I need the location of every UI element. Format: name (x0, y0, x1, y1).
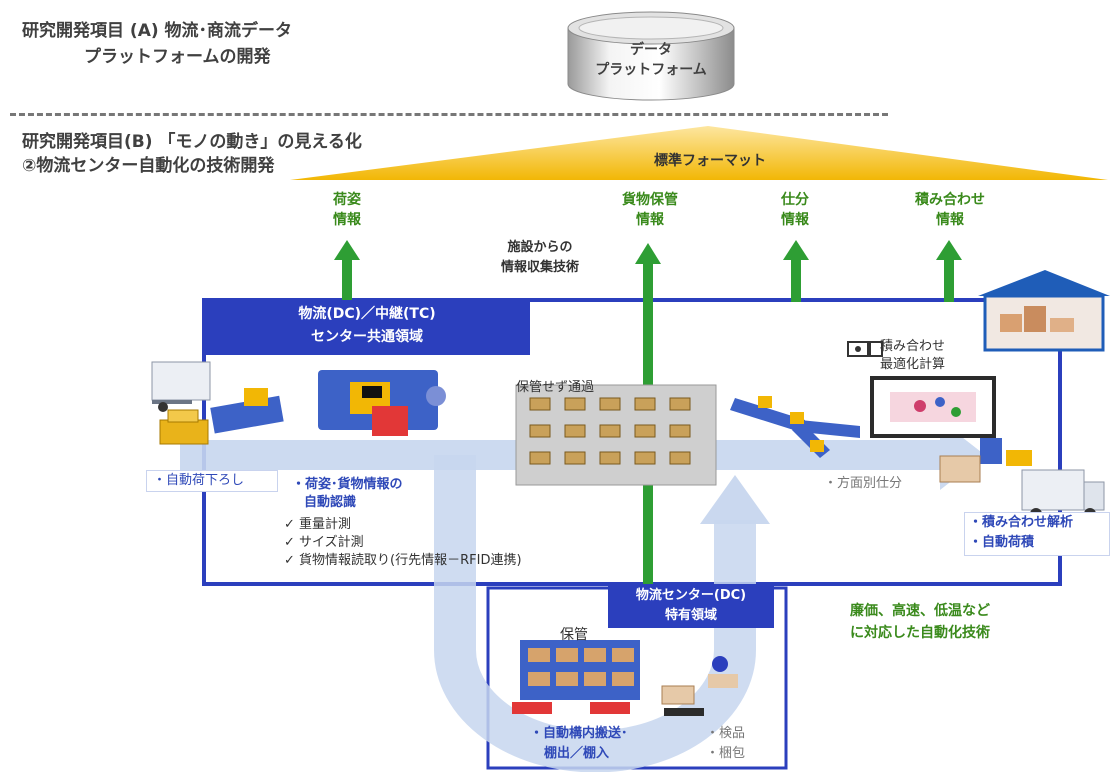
info-label-storage: 貨物保管 情報 (600, 190, 700, 230)
data-platform-cylinder-icon (567, 11, 735, 101)
check-size: ✓ サイズ計測 (284, 535, 364, 550)
consolidation-optimization-label: 積み合わせ 最適化計算 (880, 338, 945, 374)
data-platform-label: データ プラットフォーム (560, 40, 742, 80)
optimization-line2: 最適化計算 (880, 357, 946, 372)
sorting-conveyor-icon (730, 396, 860, 458)
recognition-checklist: ✓ 重量計測 ✓ サイズ計測 ✓ 貨物情報読取り(行先情報－RFID連携) (284, 516, 522, 570)
dc-specific-line1: 物流センター(DC) (635, 588, 747, 603)
consolidation-analysis-box: ・積み合わせ解析 ・自動荷積 (964, 512, 1110, 556)
recognition-line2: 自動認識 (304, 495, 357, 510)
info-label-consolidation: 積み合わせ 情報 (900, 190, 1000, 230)
research-item-b-line2: ②物流センター自動化の技術開発 (22, 156, 275, 176)
dc-specific-line2: 特有領域 (664, 608, 717, 623)
automation-line2: に対応した自動化技術 (850, 625, 990, 641)
info-label-consolidation-line2: 情報 (936, 212, 964, 228)
research-item-a-line2: プラットフォームの開発 (84, 47, 271, 67)
dc-tc-common-area-header: 物流(DC)／中継(TC) センター共通領域 (204, 300, 530, 355)
consolidation-line2: ・自動荷積 (969, 535, 1035, 550)
info-label-storage-line1: 貨物保管 (622, 192, 678, 208)
transport-line2: 棚出／棚入 (544, 746, 610, 761)
automation-line1: 廉価、高速、低温など (850, 603, 990, 619)
research-item-b-line1: 研究開発項目(B) 「モノの動き」の見える化 (22, 132, 362, 152)
truck-left-icon (151, 361, 211, 412)
optimization-line1: 積み合わせ (880, 339, 946, 354)
data-platform-line2: プラットフォーム (595, 62, 707, 78)
facility-info-line2: 情報収集技術 (500, 260, 579, 275)
storage-rack-icon (512, 640, 640, 714)
inspection-line1: ・検品 (706, 726, 746, 741)
info-label-sorting: 仕分 情報 (760, 190, 830, 230)
info-label-packaging: 荷姿 情報 (312, 190, 382, 230)
recognition-line1: ・荷姿･貨物情報の (292, 477, 403, 492)
info-label-sorting-line1: 仕分 (781, 192, 809, 208)
info-label-storage-line2: 情報 (636, 212, 664, 228)
auto-unloading-label: ・自動荷下ろし (146, 470, 278, 492)
recognition-machine-icon (318, 370, 446, 436)
standard-format-triangle (290, 126, 1108, 180)
research-item-b-title: 研究開発項目(B) 「モノの動き」の見える化 ②物流センター自動化の技術開発 (22, 130, 362, 178)
inspection-packing-label: ・検品 ・梱包 (706, 724, 745, 764)
pallet-boxes-left-icon (159, 388, 284, 445)
info-label-packaging-line2: 情報 (333, 212, 361, 228)
info-label-packaging-line1: 荷姿 (333, 192, 361, 208)
info-label-sorting-line2: 情報 (781, 212, 809, 228)
u-turn-flow-arrow (434, 455, 756, 772)
dc-specific-area-header: 物流センター(DC) 特有領域 (608, 584, 774, 628)
storage-label: 保管 (560, 627, 588, 643)
optimization-screen-icon (870, 376, 996, 438)
directional-sorting-label: ・方面別仕分 (824, 476, 903, 491)
inspection-worker-icon (661, 656, 738, 716)
research-item-a-title: 研究開発項目 (A) 物流･商流データ プラットフォームの開発 (22, 18, 292, 70)
transport-line1: ・自動構内搬送･ (530, 726, 628, 741)
pass-through-label: 保管せず通過 (516, 380, 595, 395)
info-label-consolidation-line1: 積み合わせ (915, 192, 985, 208)
section-divider (10, 113, 888, 116)
automation-tech-label: 廉価、高速、低温など に対応した自動化技術 (820, 600, 1020, 644)
standard-format-label: 標準フォーマット (654, 153, 766, 169)
dc-tc-line1: 物流(DC)／中継(TC) (298, 306, 436, 322)
facility-info-collection-label: 施設からの 情報収集技術 (470, 238, 610, 278)
auto-transport-label: ・自動構内搬送･ 棚出／棚入 (530, 724, 628, 764)
warehouse-building-icon (978, 270, 1110, 352)
conveyor-image (515, 384, 717, 486)
research-item-a-line1: 研究開発項目 (A) 物流･商流データ (22, 21, 293, 41)
consolidation-line1: ・積み合わせ解析 (969, 515, 1074, 530)
dc-tc-line2: センター共通領域 (311, 329, 423, 345)
u-turn-arrowhead (700, 475, 770, 524)
auto-recognition-label: ・荷姿･貨物情報の 自動認識 (292, 476, 403, 512)
computer-monitor-icon (847, 341, 883, 357)
loading-robot-icon (939, 438, 1032, 483)
check-cargo-info: ✓ 貨物情報読取り(行先情報－RFID連携) (284, 553, 522, 568)
check-weight: ✓ 重量計測 (284, 517, 352, 532)
data-platform-line1: データ (630, 42, 672, 58)
facility-info-line1: 施設からの (507, 240, 573, 255)
inspection-line2: ・梱包 (706, 746, 746, 761)
